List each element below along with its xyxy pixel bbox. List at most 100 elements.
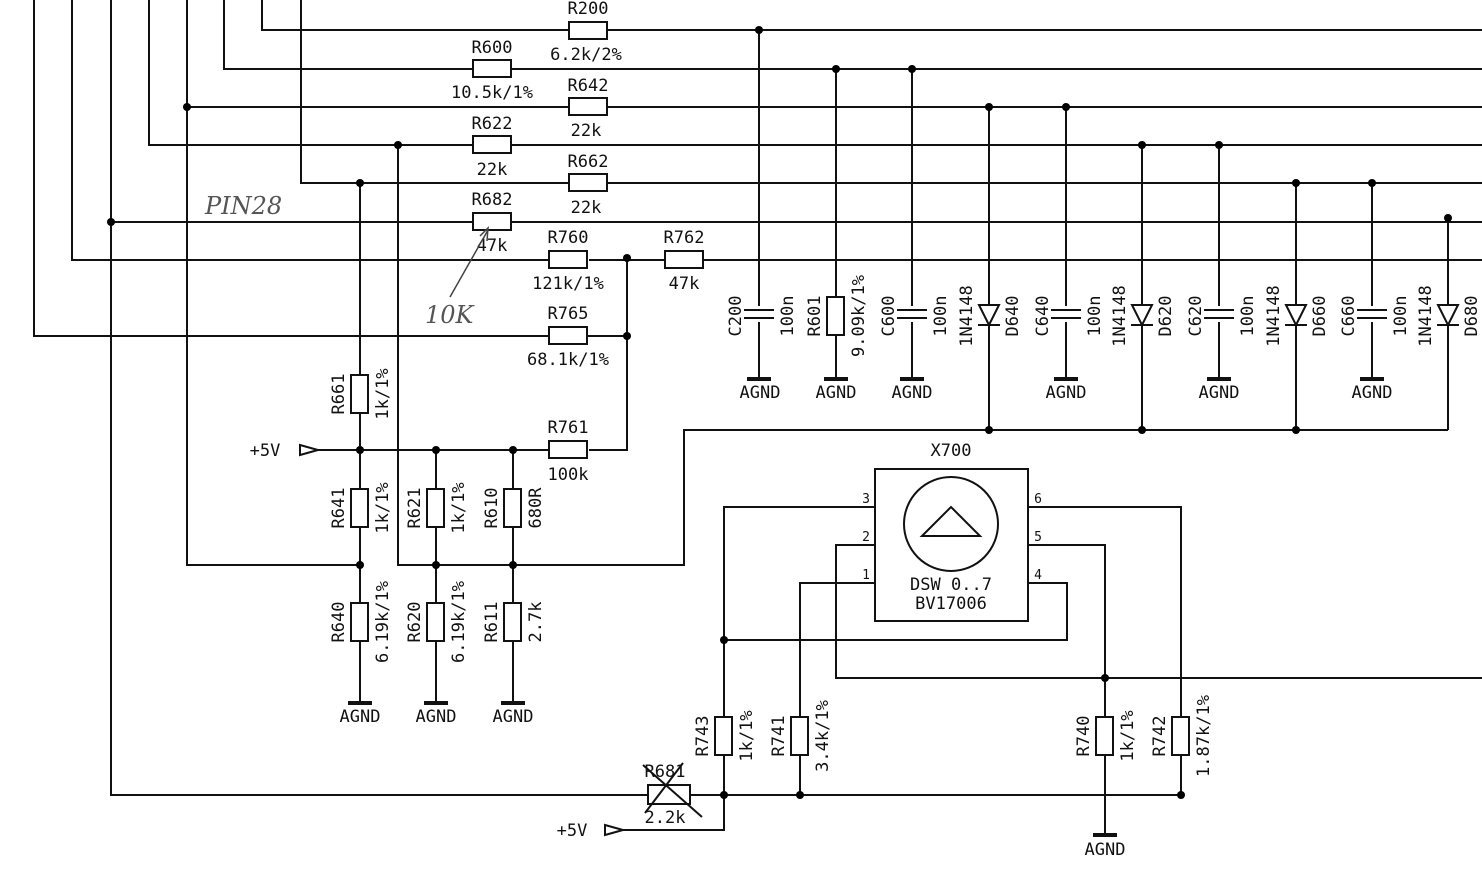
resistor-value: 100k — [548, 465, 589, 485]
resistor-ref: R601 — [805, 296, 825, 337]
capacitor-value: 100n — [1391, 296, 1411, 337]
capacitor-value: 100n — [778, 296, 798, 337]
agnd-label: AGND — [493, 707, 534, 727]
resistor-r742: R742 1.87k/1% — [1150, 695, 1214, 777]
resistor-r661: R661 1k/1% — [329, 368, 393, 419]
vcc-label: +5V — [250, 441, 281, 461]
agnd-label: AGND — [1352, 383, 1393, 403]
resistor-value: 121k/1% — [532, 274, 604, 294]
resistor-ref: R762 — [664, 228, 705, 248]
resistor-value: 22k — [477, 160, 508, 180]
resistor-value: 1k/1% — [1118, 710, 1138, 761]
capacitor-c620: C620 100n — [1186, 296, 1258, 337]
agnd-label: AGND — [740, 383, 781, 403]
resistor-ref: R600 — [472, 38, 513, 58]
diode-d640: 1N4148 D640 — [957, 285, 1023, 346]
agnd-label: AGND — [1085, 840, 1126, 860]
resistor-ref: R741 — [769, 716, 789, 757]
resistor-value: 6.2k/2% — [550, 45, 622, 65]
diode-d680: 1N4148 D680 — [1416, 285, 1482, 346]
resistor-value: 1k/1% — [373, 482, 393, 533]
resistor-ref: R642 — [568, 76, 609, 96]
pin-label: 3 — [862, 492, 870, 507]
ground-symbols — [348, 377, 1384, 837]
switch-arrow-icon — [919, 505, 983, 537]
capacitor-ref: C600 — [879, 296, 899, 337]
resistor-ref: R742 — [1150, 716, 1170, 757]
resistor-r611: R611 2.7k — [482, 602, 546, 643]
resistor-value: 3.4k/1% — [813, 700, 833, 772]
resistor-ref: R200 — [568, 0, 609, 19]
resistor-value: 10.5k/1% — [451, 83, 533, 103]
handwritten-notes: PIN28 10K — [204, 192, 489, 329]
capacitor-c640: C640 100n — [1033, 296, 1105, 337]
resistor-r642: R642 22k — [568, 76, 609, 141]
capacitor-value: 100n — [1238, 296, 1258, 337]
resistor-ref: R610 — [482, 488, 502, 529]
resistor-value: 6.19k/1% — [449, 581, 469, 663]
resistor-r743: R743 1k/1% — [693, 710, 757, 761]
diode-part: 1N4148 — [1416, 285, 1436, 346]
resistor-ref: R620 — [405, 602, 425, 643]
resistor-ref: R622 — [472, 114, 513, 134]
resistor-ref: R662 — [568, 152, 609, 172]
resistor-r740: R740 1k/1% — [1074, 710, 1138, 761]
capacitor-ref: C640 — [1033, 296, 1053, 337]
resistor-r622: R622 22k — [472, 114, 513, 180]
capacitor-ref: C200 — [726, 296, 746, 337]
pin-label: 6 — [1034, 492, 1042, 507]
resistor-ref: R641 — [329, 488, 349, 529]
pin-label: 1 — [862, 568, 870, 583]
resistor-r600: R600 10.5k/1% — [451, 38, 533, 103]
capacitor-ref: C620 — [1186, 296, 1206, 337]
pin-label: 4 — [1034, 568, 1042, 583]
resistor-r741: R741 3.4k/1% — [769, 700, 833, 772]
resistor-value: 2.2k — [645, 808, 686, 828]
vcc-port-lower: +5V — [557, 821, 627, 841]
resistor-r200: R200 6.2k/2% — [550, 0, 622, 65]
resistor-ref: R743 — [693, 716, 713, 757]
ground-labels: AGND AGND AGND AGND AGND AGND AGND AGND … — [340, 383, 1393, 860]
agnd-label: AGND — [816, 383, 857, 403]
diode-part: 1N4148 — [1264, 285, 1284, 346]
diode-part: 1N4148 — [957, 285, 977, 346]
resistor-r762: R762 47k — [664, 228, 705, 294]
resistor-value: 1.87k/1% — [1194, 695, 1214, 777]
diode-ref: D660 — [1310, 296, 1330, 337]
diode-ref: D640 — [1003, 296, 1023, 337]
switch-part: BV17006 — [915, 594, 987, 614]
resistor-value: 47k — [477, 236, 508, 256]
agnd-label: AGND — [340, 707, 381, 727]
resistor-value: 68.1k/1% — [527, 350, 609, 370]
resistor-value: 680R — [526, 487, 546, 529]
capacitor-ref: C660 — [1339, 296, 1359, 337]
vcc-port-upper: +5V — [250, 441, 322, 461]
agnd-label: AGND — [1199, 383, 1240, 403]
resistor-ref: R621 — [405, 488, 425, 529]
resistor-r681-crossed: R681 2.2k — [642, 762, 703, 828]
capacitor-value: 100n — [931, 296, 951, 337]
vcc-label: +5V — [557, 821, 588, 841]
resistor-r761: R761 100k — [548, 418, 589, 485]
resistor-value: 22k — [571, 198, 602, 218]
resistor-r621: R621 1k/1% — [405, 482, 469, 533]
resistor-r760: R760 121k/1% — [532, 228, 604, 294]
resistor-ref: R661 — [329, 374, 349, 415]
resistor-value: 6.19k/1% — [373, 581, 393, 663]
resistor-ref: R760 — [548, 228, 589, 248]
diode-ref: D620 — [1156, 296, 1176, 337]
capacitor-c660: C660 100n — [1339, 296, 1411, 337]
resistor-r641: R641 1k/1% — [329, 482, 393, 533]
resistor-r620: R620 6.19k/1% — [405, 581, 469, 663]
diode-ref: D680 — [1462, 296, 1482, 337]
switch-name: DSW 0..7 — [910, 575, 992, 595]
resistor-ref: R740 — [1074, 716, 1094, 757]
resistor-ref: R611 — [482, 602, 502, 643]
resistor-r601: R601 9.09k/1% — [805, 275, 869, 357]
capacitor-value: 100n — [1085, 296, 1105, 337]
resistor-r682: R682 47k — [472, 190, 513, 256]
agnd-label: AGND — [892, 383, 933, 403]
resistor-r610: R610 680R — [482, 487, 546, 529]
resistor-ref: R640 — [329, 602, 349, 643]
